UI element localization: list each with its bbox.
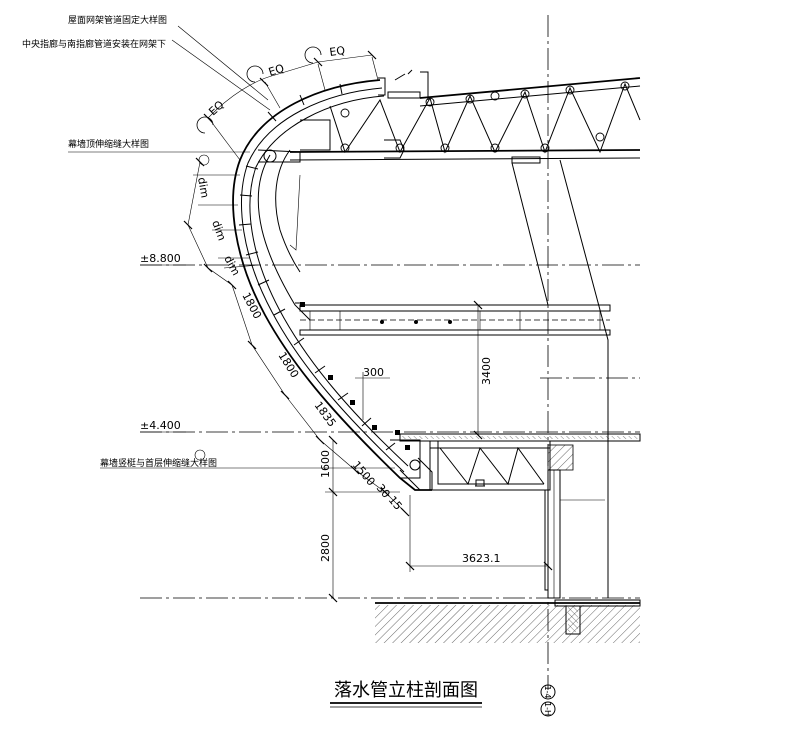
- grid-bubbles: 1-4 1-H: [540, 684, 556, 717]
- dim-15: 15: [386, 494, 405, 513]
- dim-3623: 3623.1: [462, 552, 501, 565]
- dim-2800: 2800: [319, 534, 332, 562]
- lower-floor-truss: [390, 433, 641, 491]
- curved-facade: [232, 69, 433, 491]
- level-lower: ±4.400: [140, 419, 181, 432]
- annotation-curtain-bottom: 幕墙竖梃与首层伸缩缝大样图: [100, 457, 217, 469]
- column: [544, 469, 605, 599]
- dim-label-1: dim: [195, 176, 211, 199]
- drawing-title: 落水管立柱剖面图: [334, 680, 478, 701]
- dim-1835: 1835: [312, 399, 339, 429]
- level-upper: ±8.800: [140, 252, 181, 265]
- annotation-roof-detail: 屋面网架管道固定大样图: [68, 14, 167, 26]
- annotation-curtain-top: 幕墙顶伸缩缝大样图: [68, 138, 149, 150]
- dim-eq-2: EQ: [267, 62, 286, 79]
- dim-label-2: dim: [209, 219, 228, 243]
- annotation-corridor-pipe: 中央指廊与南指廊管道安装在网架下: [22, 38, 166, 50]
- grid-mark-b: 1-H: [543, 702, 552, 716]
- dim-3400: 3400: [480, 357, 493, 385]
- dim-eq-1: EQ: [206, 98, 227, 118]
- annotation-leaders: [68, 25, 395, 469]
- roof-truss: [257, 77, 641, 598]
- dim-eq-3: EQ: [329, 44, 347, 59]
- dimension-chain: [183, 50, 553, 603]
- ground-slab: [375, 599, 641, 643]
- dim-300: 300: [363, 366, 384, 379]
- labels: 屋面网架管道固定大样图 中央指廊与南指廊管道安装在网架下 幕墙顶伸缩缝大样图 幕…: [22, 14, 501, 708]
- upper-floor-beam: [295, 302, 611, 336]
- dim-label-3: dim: [221, 253, 242, 277]
- grid-mark-a: 1-4: [543, 685, 552, 698]
- dim-1600: 1600: [319, 450, 332, 478]
